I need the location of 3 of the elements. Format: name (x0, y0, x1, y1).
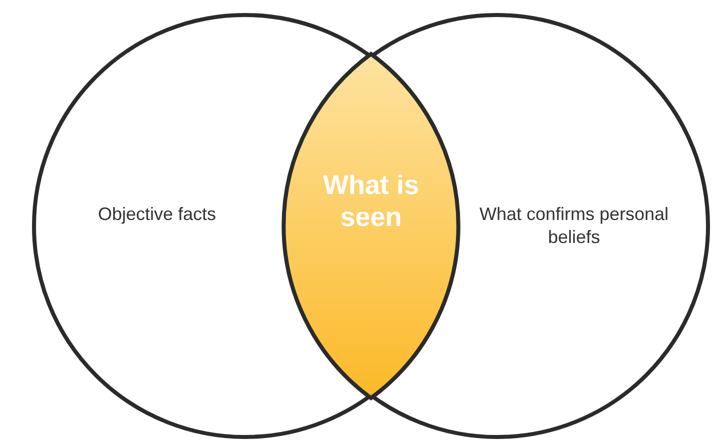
overlap-label: What is seen (322, 169, 420, 233)
circle-label: What confirms personal beliefs (479, 203, 669, 249)
circle-label: Objective facts (96, 203, 218, 226)
